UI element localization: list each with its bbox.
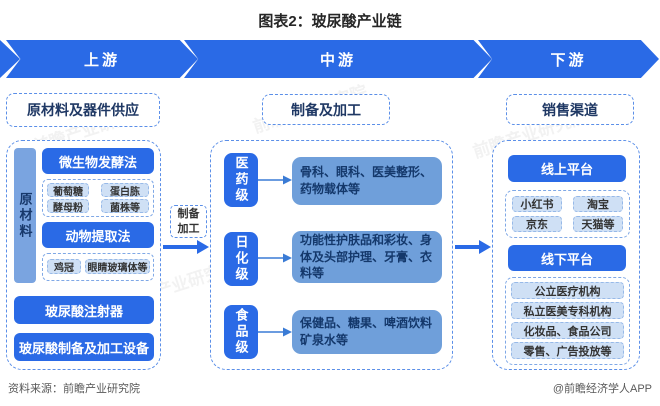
downstream-header: 销售渠道 bbox=[506, 94, 634, 125]
offline-platform-box: 线下平台 bbox=[508, 245, 626, 271]
process-connector-line1: 制备 bbox=[177, 208, 200, 221]
yeast-powder-chip: 酵母粉 bbox=[47, 199, 89, 214]
raw-material-label: 原材料 bbox=[14, 148, 36, 283]
peptone-chip: 蛋白胨 bbox=[101, 183, 149, 198]
private-medical-chip: 私立医美专科机构 bbox=[511, 302, 624, 319]
food-grade-connector-arrow bbox=[258, 327, 292, 337]
cockscomb-chip: 鸡冠 bbox=[47, 259, 81, 274]
public-medical-chip: 公立医疗机构 bbox=[511, 282, 624, 299]
page-title: 图表2：玻尿酸产业链 bbox=[258, 13, 402, 30]
banner-segment-midstream: 中游 bbox=[184, 40, 492, 78]
fermentation-method-box: 微生物发酵法 bbox=[42, 148, 154, 174]
pharma-applications-box: 骨科、眼科、医美整形、药物载体等 bbox=[292, 157, 442, 205]
credit-note: @前瞻经济学人APP bbox=[552, 383, 652, 395]
process-connector-line2: 加工 bbox=[177, 222, 200, 235]
source-note: 资料来源：前瞻产业研究院 bbox=[8, 383, 140, 395]
food-grade-label: 食品级 bbox=[224, 305, 258, 359]
midstream-header: 制备及加工 bbox=[262, 94, 390, 125]
glucose-chip: 葡萄糖 bbox=[47, 183, 89, 198]
strains-chip: 菌株等 bbox=[101, 199, 149, 214]
daily-chemical-applications-box: 功能性护肤品和彩妆、身体及头部护理、牙膏、衣料等 bbox=[292, 231, 442, 283]
process-connector-box: 制备 加工 bbox=[170, 205, 207, 238]
equipment-box: 玻尿酸制备及加工设备 bbox=[14, 333, 154, 361]
pharma-grade-connector-arrow bbox=[258, 175, 292, 185]
injector-box: 玻尿酸注射器 bbox=[14, 296, 154, 324]
cosmetics-food-company-chip: 化妆品、食品公司 bbox=[511, 322, 624, 339]
animal-extraction-box: 动物提取法 bbox=[42, 222, 154, 248]
daily-chemical-connector-arrow bbox=[258, 253, 292, 263]
pharma-grade-label: 医药级 bbox=[224, 153, 258, 207]
upstream-to-midstream-arrow bbox=[163, 240, 209, 254]
xiaohongshu-chip: 小红书 bbox=[512, 196, 562, 212]
food-applications-box: 保健品、糖果、啤酒饮料矿泉水等 bbox=[292, 310, 442, 354]
taobao-chip: 淘宝 bbox=[573, 196, 623, 212]
midstream-to-downstream-arrow bbox=[455, 240, 491, 254]
banner-segment-upstream: 上游 bbox=[6, 40, 198, 78]
banner-segment-downstream: 下游 bbox=[478, 40, 659, 78]
tmall-chip: 天猫等 bbox=[573, 216, 623, 232]
retail-advertising-chip: 零售、广告投放等 bbox=[511, 342, 624, 359]
jd-chip: 京东 bbox=[512, 216, 562, 232]
upstream-header: 原材料及器件供应 bbox=[6, 93, 160, 127]
online-platform-box: 线上平台 bbox=[508, 155, 626, 182]
vitreous-chip: 眼睛玻璃体等 bbox=[85, 259, 150, 274]
daily-chemical-grade-label: 日化级 bbox=[224, 232, 258, 286]
